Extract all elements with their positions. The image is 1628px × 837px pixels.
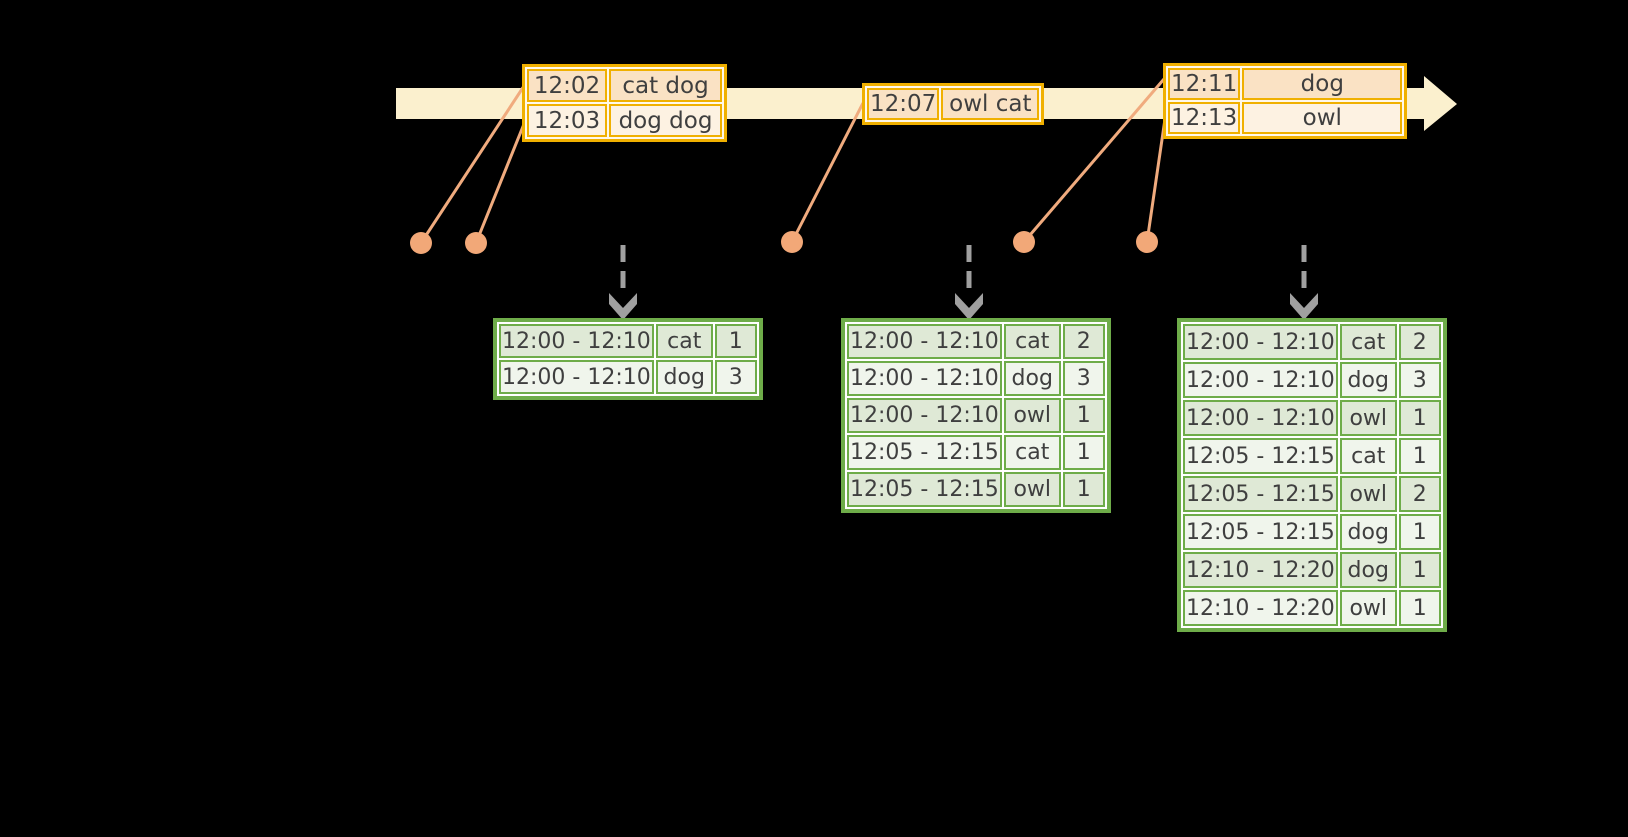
- table-cell: 12:00 - 12:10: [847, 361, 1002, 396]
- table-cell: dog: [1339, 514, 1397, 550]
- table-cell: 1: [1062, 472, 1105, 507]
- table-cell: owl: [1339, 400, 1397, 436]
- table-cell: cat: [1339, 324, 1397, 360]
- trigger-arrow: [955, 245, 983, 320]
- table-cell: 12:05 - 12:15: [1183, 476, 1338, 512]
- event-dot: [1013, 231, 1035, 253]
- table-cell: 12:05 - 12:15: [847, 472, 1002, 507]
- event-connector-line: [790, 102, 865, 243]
- table-cell: 12:00 - 12:10: [499, 360, 654, 394]
- table-cell: owl: [1339, 590, 1397, 626]
- table-cell: cat: [1339, 438, 1397, 474]
- table-cell: 1: [1062, 435, 1105, 470]
- table-cell: 12:05 - 12:15: [847, 435, 1002, 470]
- event-connector-line: [1145, 118, 1167, 243]
- table-cell: 12:00 - 12:10: [847, 398, 1002, 433]
- table-cell: 1: [1398, 552, 1441, 588]
- trigger-arrow-head-icon: [955, 293, 983, 320]
- table-cell: 2: [1398, 324, 1441, 360]
- table-cell: 12:02: [527, 69, 607, 102]
- table-cell: cat dog: [609, 69, 722, 102]
- table-cell: 12:10 - 12:20: [1183, 590, 1338, 626]
- event-dot: [465, 232, 487, 254]
- event-dot: [781, 231, 803, 253]
- table-cell: owl: [1003, 472, 1061, 507]
- table-cell: 2: [1398, 476, 1441, 512]
- table-cell: 12:00 - 12:10: [1183, 362, 1338, 398]
- trigger-arrow: [609, 245, 637, 320]
- table-cell: dog: [1339, 552, 1397, 588]
- table-cell: owl: [1242, 102, 1403, 134]
- table-cell: 12:10 - 12:20: [1183, 552, 1338, 588]
- trigger-arrow-head-icon: [609, 293, 637, 320]
- table-cell: 12:03: [527, 104, 607, 137]
- table-cell: 3: [714, 360, 757, 394]
- table-cell: 12:11: [1168, 68, 1241, 100]
- table-cell: 12:00 - 12:10: [1183, 400, 1338, 436]
- table-cell: 3: [1398, 362, 1441, 398]
- table-cell: 12:00 - 12:10: [499, 324, 654, 358]
- table-cell: cat: [1003, 435, 1061, 470]
- table-cell: owl cat: [941, 88, 1040, 120]
- event-connector-line: [419, 85, 526, 244]
- table-cell: 12:05 - 12:15: [1183, 438, 1338, 474]
- table-cell: 1: [1398, 590, 1441, 626]
- table-cell: 12:00 - 12:10: [847, 324, 1002, 359]
- table-cell: 1: [714, 324, 757, 358]
- trigger-arrow: [1290, 245, 1318, 320]
- table-cell: dog dog: [609, 104, 722, 137]
- table-cell: 12:05 - 12:15: [1183, 514, 1338, 550]
- table-cell: 1: [1398, 514, 1441, 550]
- event-connector-line: [1022, 78, 1166, 243]
- table-cell: cat: [1003, 324, 1061, 359]
- trigger-arrow-head-icon: [1290, 293, 1318, 320]
- event-dot: [1136, 231, 1158, 253]
- table-cell: 12:07: [867, 88, 940, 120]
- table-cell: dog: [1242, 68, 1403, 100]
- table-cell: dog: [1003, 361, 1061, 396]
- table-cell: 2: [1062, 324, 1105, 359]
- table-cell: dog: [1339, 362, 1397, 398]
- table-cell: 1: [1398, 438, 1441, 474]
- event-connector-line: [474, 123, 526, 244]
- table-cell: 12:00 - 12:10: [1183, 324, 1338, 360]
- table-cell: 3: [1062, 361, 1105, 396]
- event-dot: [410, 232, 432, 254]
- table-cell: dog: [655, 360, 713, 394]
- table-cell: 12:13: [1168, 102, 1241, 134]
- table-cell: owl: [1003, 398, 1061, 433]
- table-cell: 1: [1062, 398, 1105, 433]
- table-cell: owl: [1339, 476, 1397, 512]
- table-cell: cat: [655, 324, 713, 358]
- table-cell: 1: [1398, 400, 1441, 436]
